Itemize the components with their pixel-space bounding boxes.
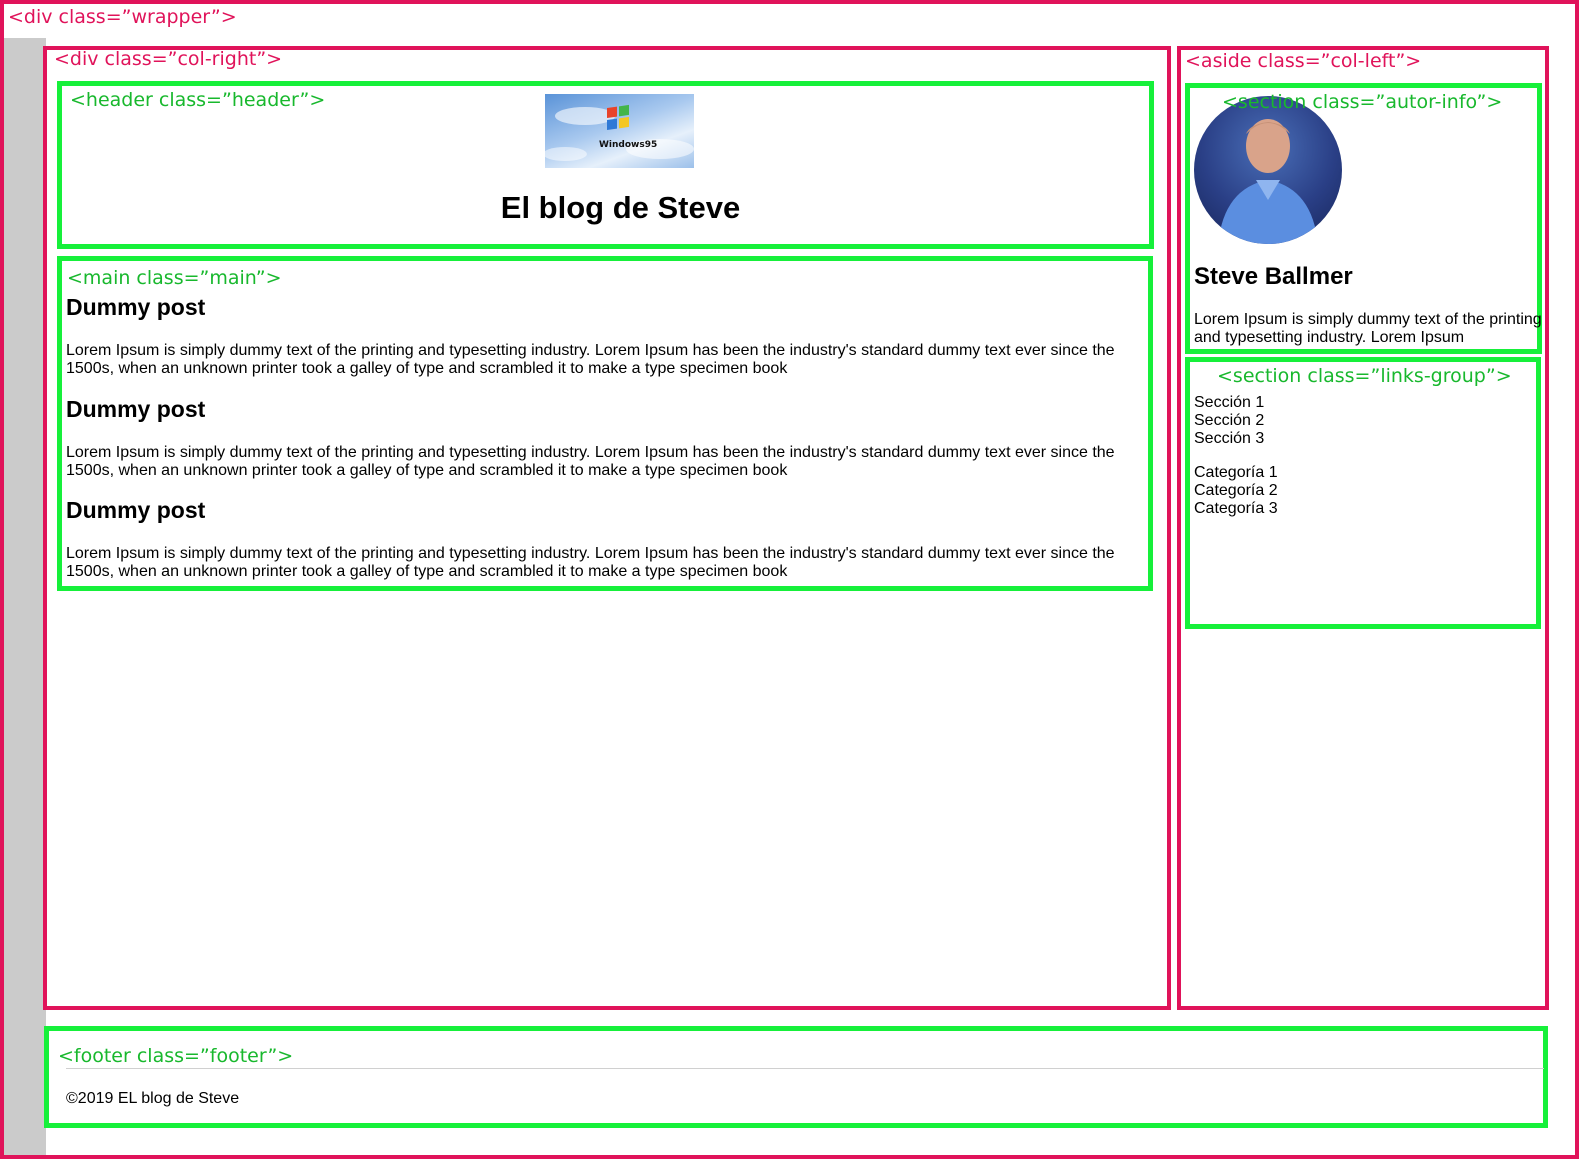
- header-label: <header class=”header”>: [70, 89, 326, 111]
- post-body-line: Lorem Ipsum is simply dummy text of the …: [66, 545, 1115, 562]
- col-right-box: [43, 46, 1171, 1010]
- header-logo-image: Windows95: [545, 94, 694, 168]
- post-body-line: 1500s, when an unknown printer took a ga…: [66, 360, 788, 377]
- category-links: Categoría 1 Categoría 2 Categoría 3: [1194, 464, 1278, 518]
- post-body: Lorem Ipsum is simply dummy text of the …: [66, 545, 1146, 581]
- section-link[interactable]: Sección 2: [1194, 412, 1265, 429]
- author-bio-line: Lorem Ipsum is simply dummy text of the …: [1194, 311, 1542, 328]
- footer-label: <footer class=”footer”>: [58, 1045, 294, 1067]
- section-links: Sección 1 Sección 2 Sección 3: [1194, 394, 1264, 448]
- author-avatar: [1194, 96, 1342, 244]
- autor-info-box: [1185, 83, 1542, 354]
- main-label: <main class=”main”>: [67, 267, 282, 289]
- links-group-box: [1185, 357, 1541, 629]
- main-box: [57, 256, 1153, 591]
- col-left-box: [1177, 46, 1549, 1010]
- post-body-line: Lorem Ipsum is simply dummy text of the …: [66, 342, 1115, 359]
- post-body: Lorem Ipsum is simply dummy text of the …: [66, 342, 1146, 378]
- autor-info-label: <section class=”autor-info”>: [1222, 91, 1503, 113]
- col-right-label: <div class=”col-right”>: [54, 48, 283, 70]
- post-title[interactable]: Dummy post: [66, 497, 206, 523]
- post-body-line: 1500s, when an unknown printer took a ga…: [66, 563, 788, 580]
- footer-box: [44, 1026, 1548, 1128]
- post-body: Lorem Ipsum is simply dummy text of the …: [66, 444, 1146, 480]
- windows-flag-icon: [545, 104, 694, 161]
- category-link[interactable]: Categoría 3: [1194, 500, 1278, 517]
- post-title[interactable]: Dummy post: [66, 396, 206, 422]
- footer-copyright: ©2019 EL blog de Steve: [66, 1090, 240, 1107]
- header-logo-text: Windows95: [599, 140, 658, 150]
- post-title[interactable]: Dummy post: [66, 294, 206, 320]
- left-gray-strip: [4, 38, 46, 1155]
- footer-divider: [66, 1068, 1544, 1069]
- category-link[interactable]: Categoría 2: [1194, 482, 1278, 499]
- post-body-line: Lorem Ipsum is simply dummy text of the …: [66, 444, 1115, 461]
- col-left-label: <aside class=”col-left”>: [1185, 50, 1422, 72]
- links-group-label: <section class=”links-group”>: [1217, 365, 1512, 387]
- header-box: [57, 81, 1154, 249]
- author-name: Steve Ballmer: [1194, 263, 1353, 290]
- wrapper-label: <div class=”wrapper”>: [8, 6, 237, 28]
- category-link[interactable]: Categoría 1: [1194, 464, 1278, 481]
- person-icon: [1218, 119, 1318, 244]
- author-bio: Lorem Ipsum is simply dummy text of the …: [1194, 311, 1546, 347]
- post-body-line: 1500s, when an unknown printer took a ga…: [66, 462, 788, 479]
- section-link[interactable]: Sección 3: [1194, 430, 1265, 447]
- section-link[interactable]: Sección 1: [1194, 394, 1265, 411]
- author-bio-line: and typesetting industry. Lorem Ipsum: [1194, 329, 1465, 346]
- blog-title: El blog de Steve: [500, 190, 741, 225]
